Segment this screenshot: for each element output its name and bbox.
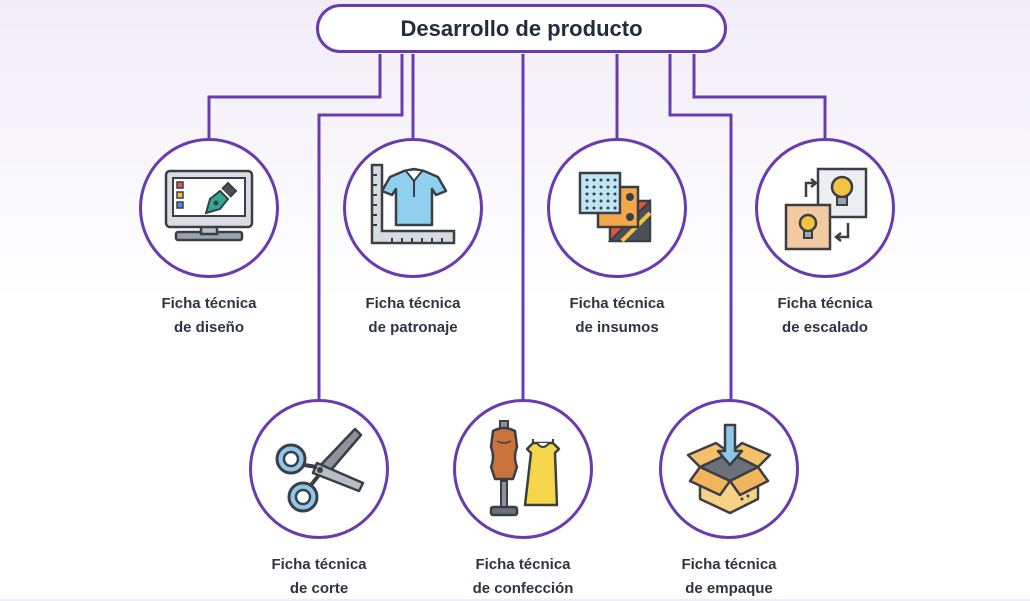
node-label: Ficha técnica de insumos [569, 295, 665, 336]
node-label: Ficha técnica de empaque [681, 556, 777, 597]
node-circle [343, 138, 483, 278]
node-circle [547, 138, 687, 278]
connector-corte [317, 54, 404, 400]
title-box: Desarrollo de producto [316, 4, 727, 53]
node-label: Ficha técnica de escalado [777, 295, 873, 336]
node-insumos: Ficha técnica de insumos [547, 138, 687, 336]
node-corte: Ficha técnica de corte [249, 399, 389, 597]
node-circle [249, 399, 389, 539]
node-circle [659, 399, 799, 539]
fabric-buttons-icon [578, 171, 652, 243]
node-label: Ficha técnica de patronaje [365, 295, 461, 336]
mannequin-dress-icon [489, 420, 561, 517]
node-patronaje: Ficha técnica de patronaje [343, 138, 483, 336]
connector-diseno [207, 54, 382, 140]
box-arrow-icon [686, 423, 772, 515]
node-circle [453, 399, 593, 539]
connector-empaque [668, 54, 733, 400]
connector-escalado [692, 54, 827, 140]
diagram-title: Desarrollo de producto [400, 15, 643, 41]
lightbulb-scale-icon [784, 167, 868, 251]
node-circle [755, 138, 895, 278]
monitor-pen-icon [164, 169, 254, 242]
node-confeccion: Ficha técnica de confección [453, 399, 593, 597]
node-empaque: Ficha técnica de empaque [659, 399, 799, 597]
node-label: Ficha técnica de confección [472, 556, 574, 597]
node-label: Ficha técnica de corte [271, 556, 367, 597]
node-diseno: Ficha técnica de diseño [139, 138, 279, 336]
node-label: Ficha técnica de diseño [161, 295, 257, 336]
node-circle [139, 138, 279, 278]
scissors-icon [275, 427, 365, 513]
shirt-ruler-icon [370, 163, 456, 245]
node-escalado: Ficha técnica de escalado [755, 138, 895, 336]
